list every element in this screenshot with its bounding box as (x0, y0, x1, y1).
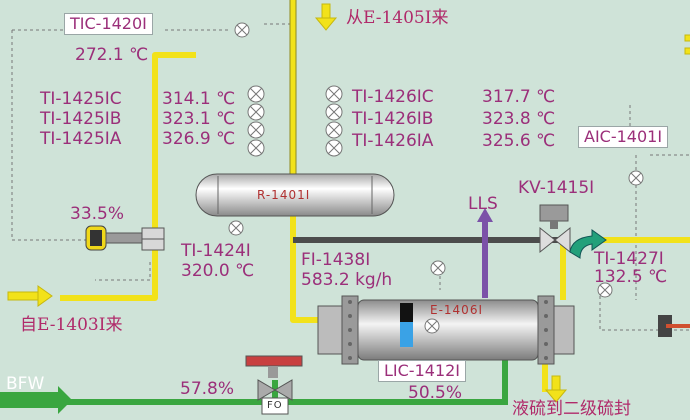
ti-1425ic-value: 314.1 ℃ (162, 89, 236, 109)
ti-1425ia-value: 326.9 ℃ (162, 129, 236, 149)
tic-1420-value: 272.1 ℃ (75, 45, 149, 65)
kv-1415-tag: KV-1415I (518, 178, 595, 198)
ti-1424-value: 320.0 ℃ (181, 261, 255, 281)
ti-1425ib-tag: TI-1425IB (40, 109, 122, 129)
bfw-label: BFW (6, 374, 45, 394)
fi-1438-value: 583.2 kg/h (301, 270, 393, 290)
reactor-name: R-1401I (257, 188, 311, 202)
tag-aic-1401[interactable]: AIC-1401I (578, 126, 669, 148)
signal-lines (11, 23, 690, 360)
level-fill (400, 322, 413, 347)
ti-1427-value: 132.5 ℃ (594, 267, 668, 287)
ti-1426ia-tag: TI-1426IA (352, 131, 434, 151)
bfw-valve-output: 57.8% (180, 379, 235, 399)
ti-1425ic-tag: TI-1425IC (40, 89, 122, 109)
label-from-e1405: 从E-1405I来 (346, 8, 449, 28)
label-from-e1403: 自E-1403I来 (20, 315, 123, 335)
tag-tic-1420[interactable]: TIC-1420I (64, 13, 153, 35)
ti-1426ia-value: 325.6 ℃ (482, 131, 556, 151)
ti-1426ic-value: 317.7 ℃ (482, 87, 556, 107)
inlet-arrow-left (7, 285, 53, 307)
control-valve-bfw[interactable] (245, 355, 303, 415)
ti-1424-tag: TI-1424I (181, 241, 251, 261)
inlet-arrow-top (314, 3, 338, 31)
bfw-arrow (0, 386, 72, 414)
exchanger-name: E-1406I (430, 303, 483, 317)
valve-fo-label: FO (267, 400, 283, 411)
valve-kv-1415[interactable] (539, 204, 607, 259)
lic-1412-value: 50.5% (408, 383, 463, 403)
control-valve-tic[interactable] (85, 225, 165, 251)
lls-label: LLS (468, 194, 498, 214)
ti-1425ib-value: 323.1 ℃ (162, 109, 236, 129)
label-liquid-sulfur: 液硫到二级硫封 (512, 399, 631, 419)
outlet-arrow-bottom (544, 375, 568, 403)
tag-lic-1412[interactable]: LIC-1412I (378, 360, 467, 382)
tic-1420-output: 33.5% (70, 204, 125, 224)
reactor-vessel[interactable] (195, 173, 395, 217)
heat-exchanger[interactable] (317, 295, 575, 365)
ti-1427-tag: TI-1427I (594, 249, 664, 269)
fi-1438-tag: FI-1438I (301, 250, 371, 270)
ti-1426ic-tag: TI-1426IC (352, 87, 434, 107)
ti-1426ib-tag: TI-1426IB (352, 109, 434, 129)
ti-1425ia-tag: TI-1425IA (40, 129, 122, 149)
ti-1426ib-value: 323.8 ℃ (482, 109, 556, 129)
